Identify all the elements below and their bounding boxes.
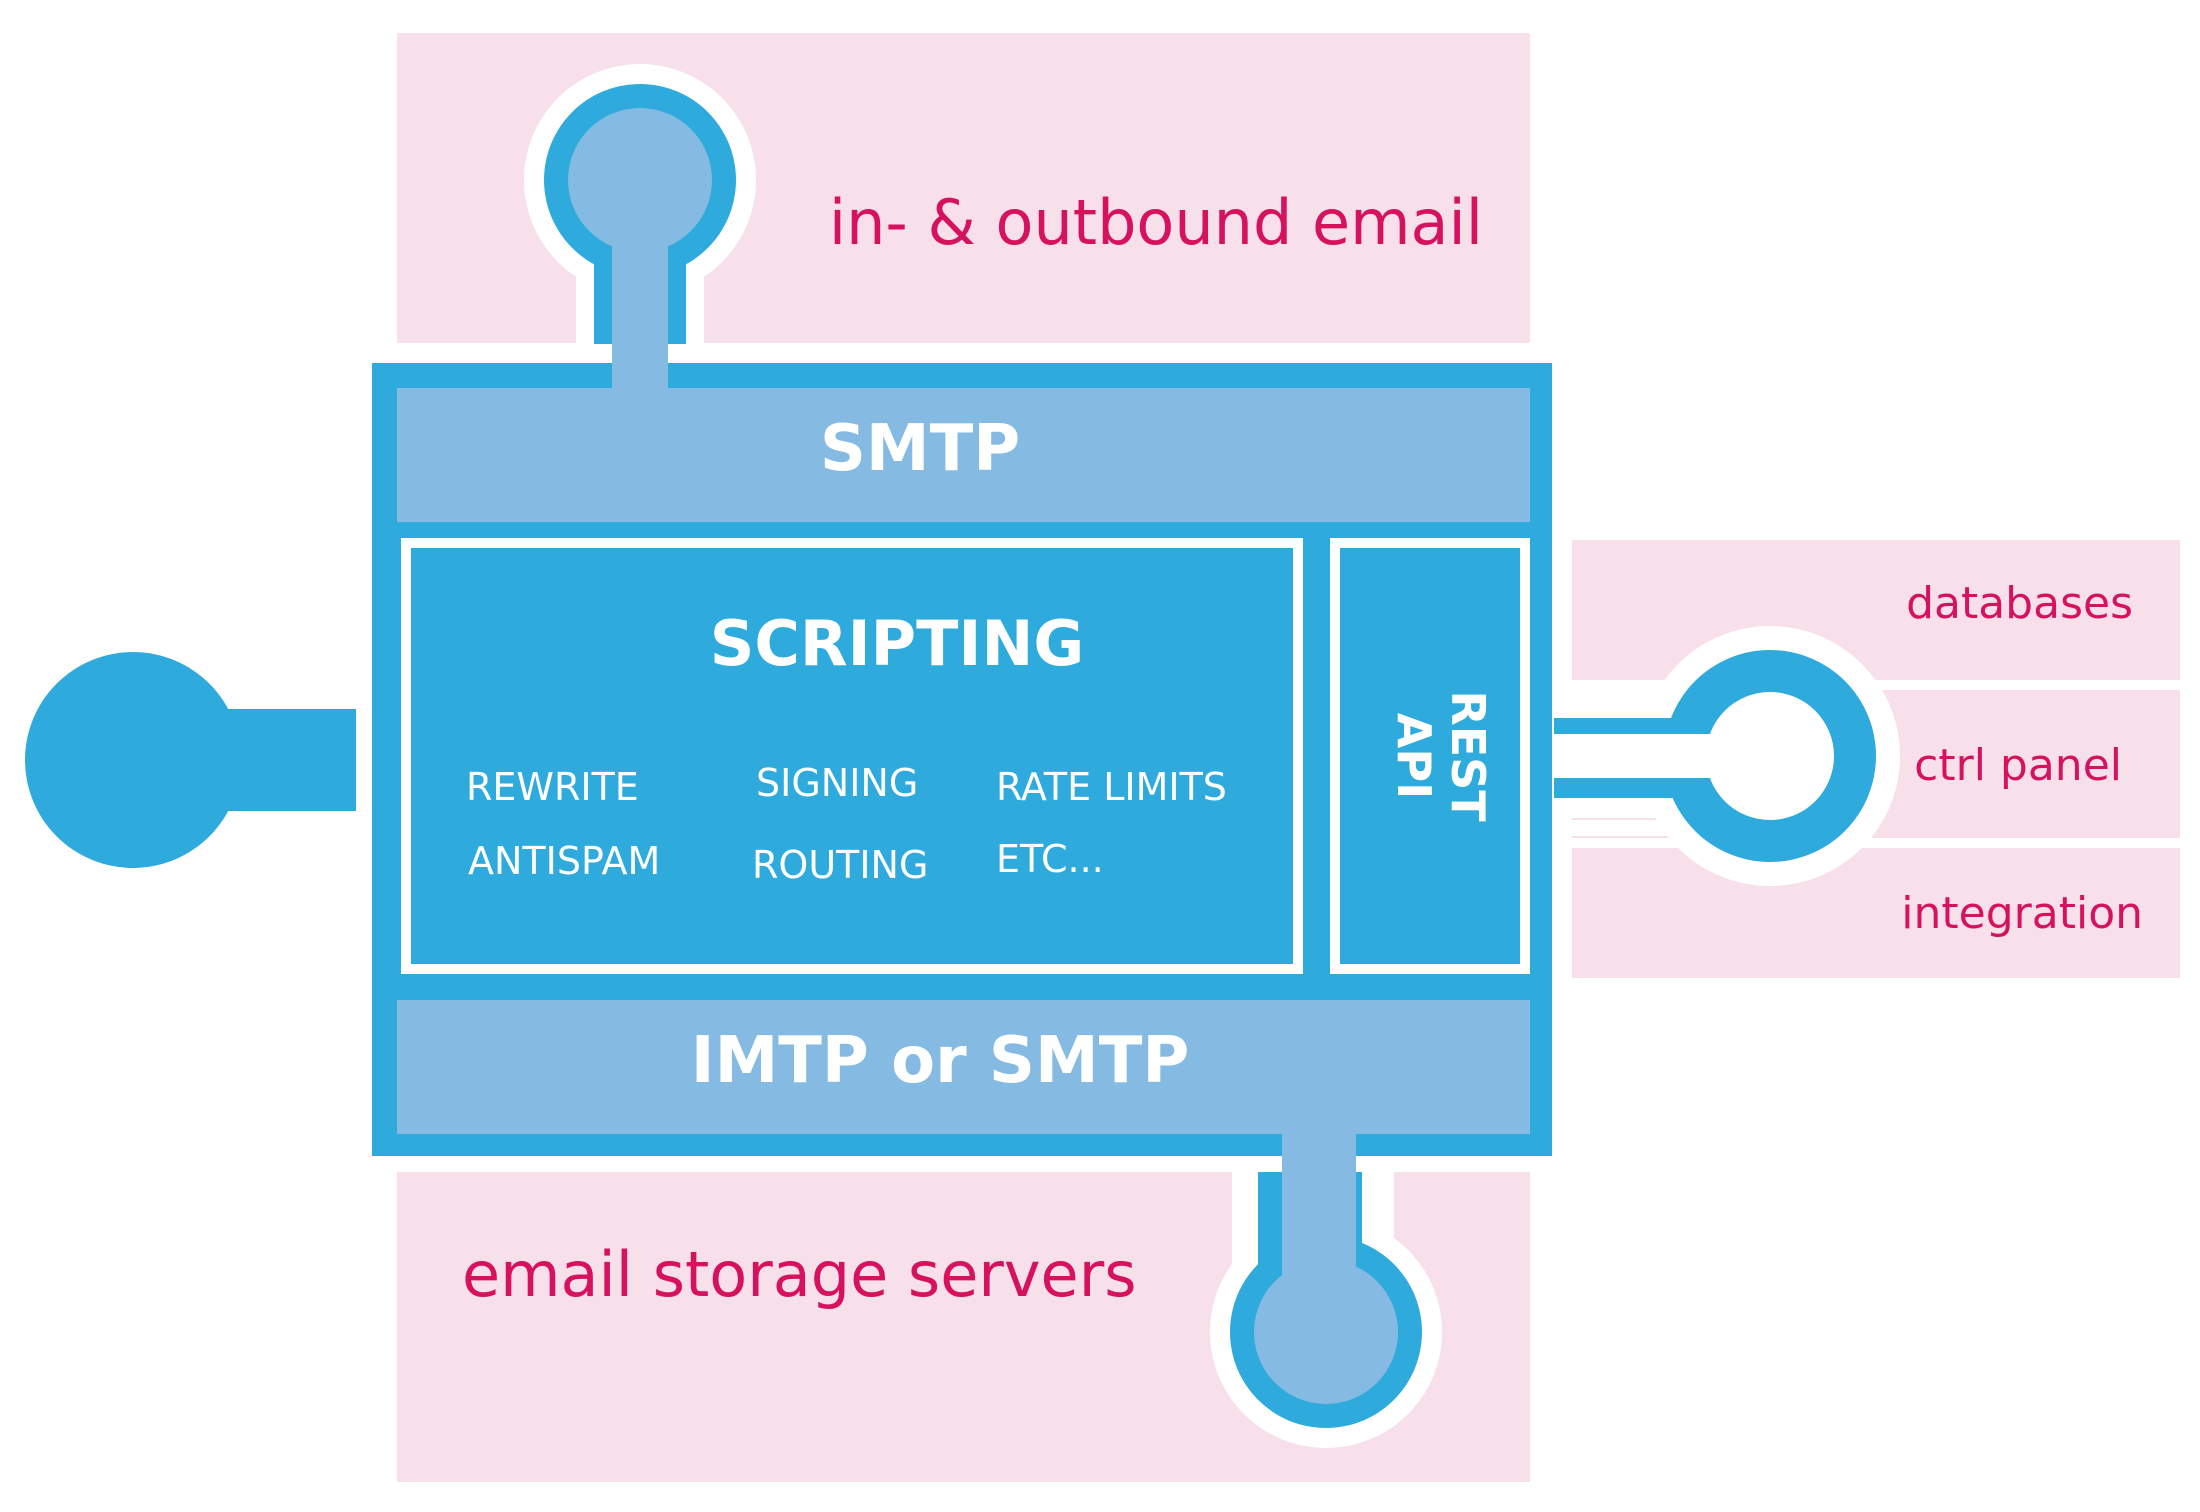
feature-item: REWRITE xyxy=(466,765,639,809)
rest-label-line2: API xyxy=(1387,713,1441,799)
rest-api-box xyxy=(1340,548,1520,964)
smtp-label: SMTP xyxy=(820,412,1020,486)
imtp-label: IMTP or SMTP xyxy=(691,1024,1190,1098)
scripting-label: SCRIPTING xyxy=(710,607,1085,680)
right-connector xyxy=(1520,626,1900,886)
storage-label: email storage servers xyxy=(462,1238,1137,1311)
ctrl-panel-label: ctrl panel xyxy=(1914,740,2122,791)
imtp-band xyxy=(397,1000,1530,1134)
databases-zone xyxy=(1572,540,2180,680)
smtp-band xyxy=(397,388,1530,522)
rest-api-label: REST API xyxy=(1387,690,1495,822)
scripting-box xyxy=(411,548,1293,964)
feature-item: SIGNING xyxy=(756,761,918,805)
bottom-connector xyxy=(1210,1120,1442,1448)
feature-item: RATE LIMITS xyxy=(996,765,1227,809)
rest-label-line1: REST xyxy=(1441,690,1495,822)
feature-item: ROUTING xyxy=(752,843,928,887)
feature-item: ANTISPAM xyxy=(468,839,660,883)
integration-label: integration xyxy=(1901,888,2143,939)
databases-label: databases xyxy=(1906,578,2133,629)
integration-zone xyxy=(1572,848,2180,978)
left-connector xyxy=(25,652,393,868)
feature-item: ETC... xyxy=(996,837,1104,881)
inbound-label: in- & outbound email xyxy=(829,186,1483,259)
